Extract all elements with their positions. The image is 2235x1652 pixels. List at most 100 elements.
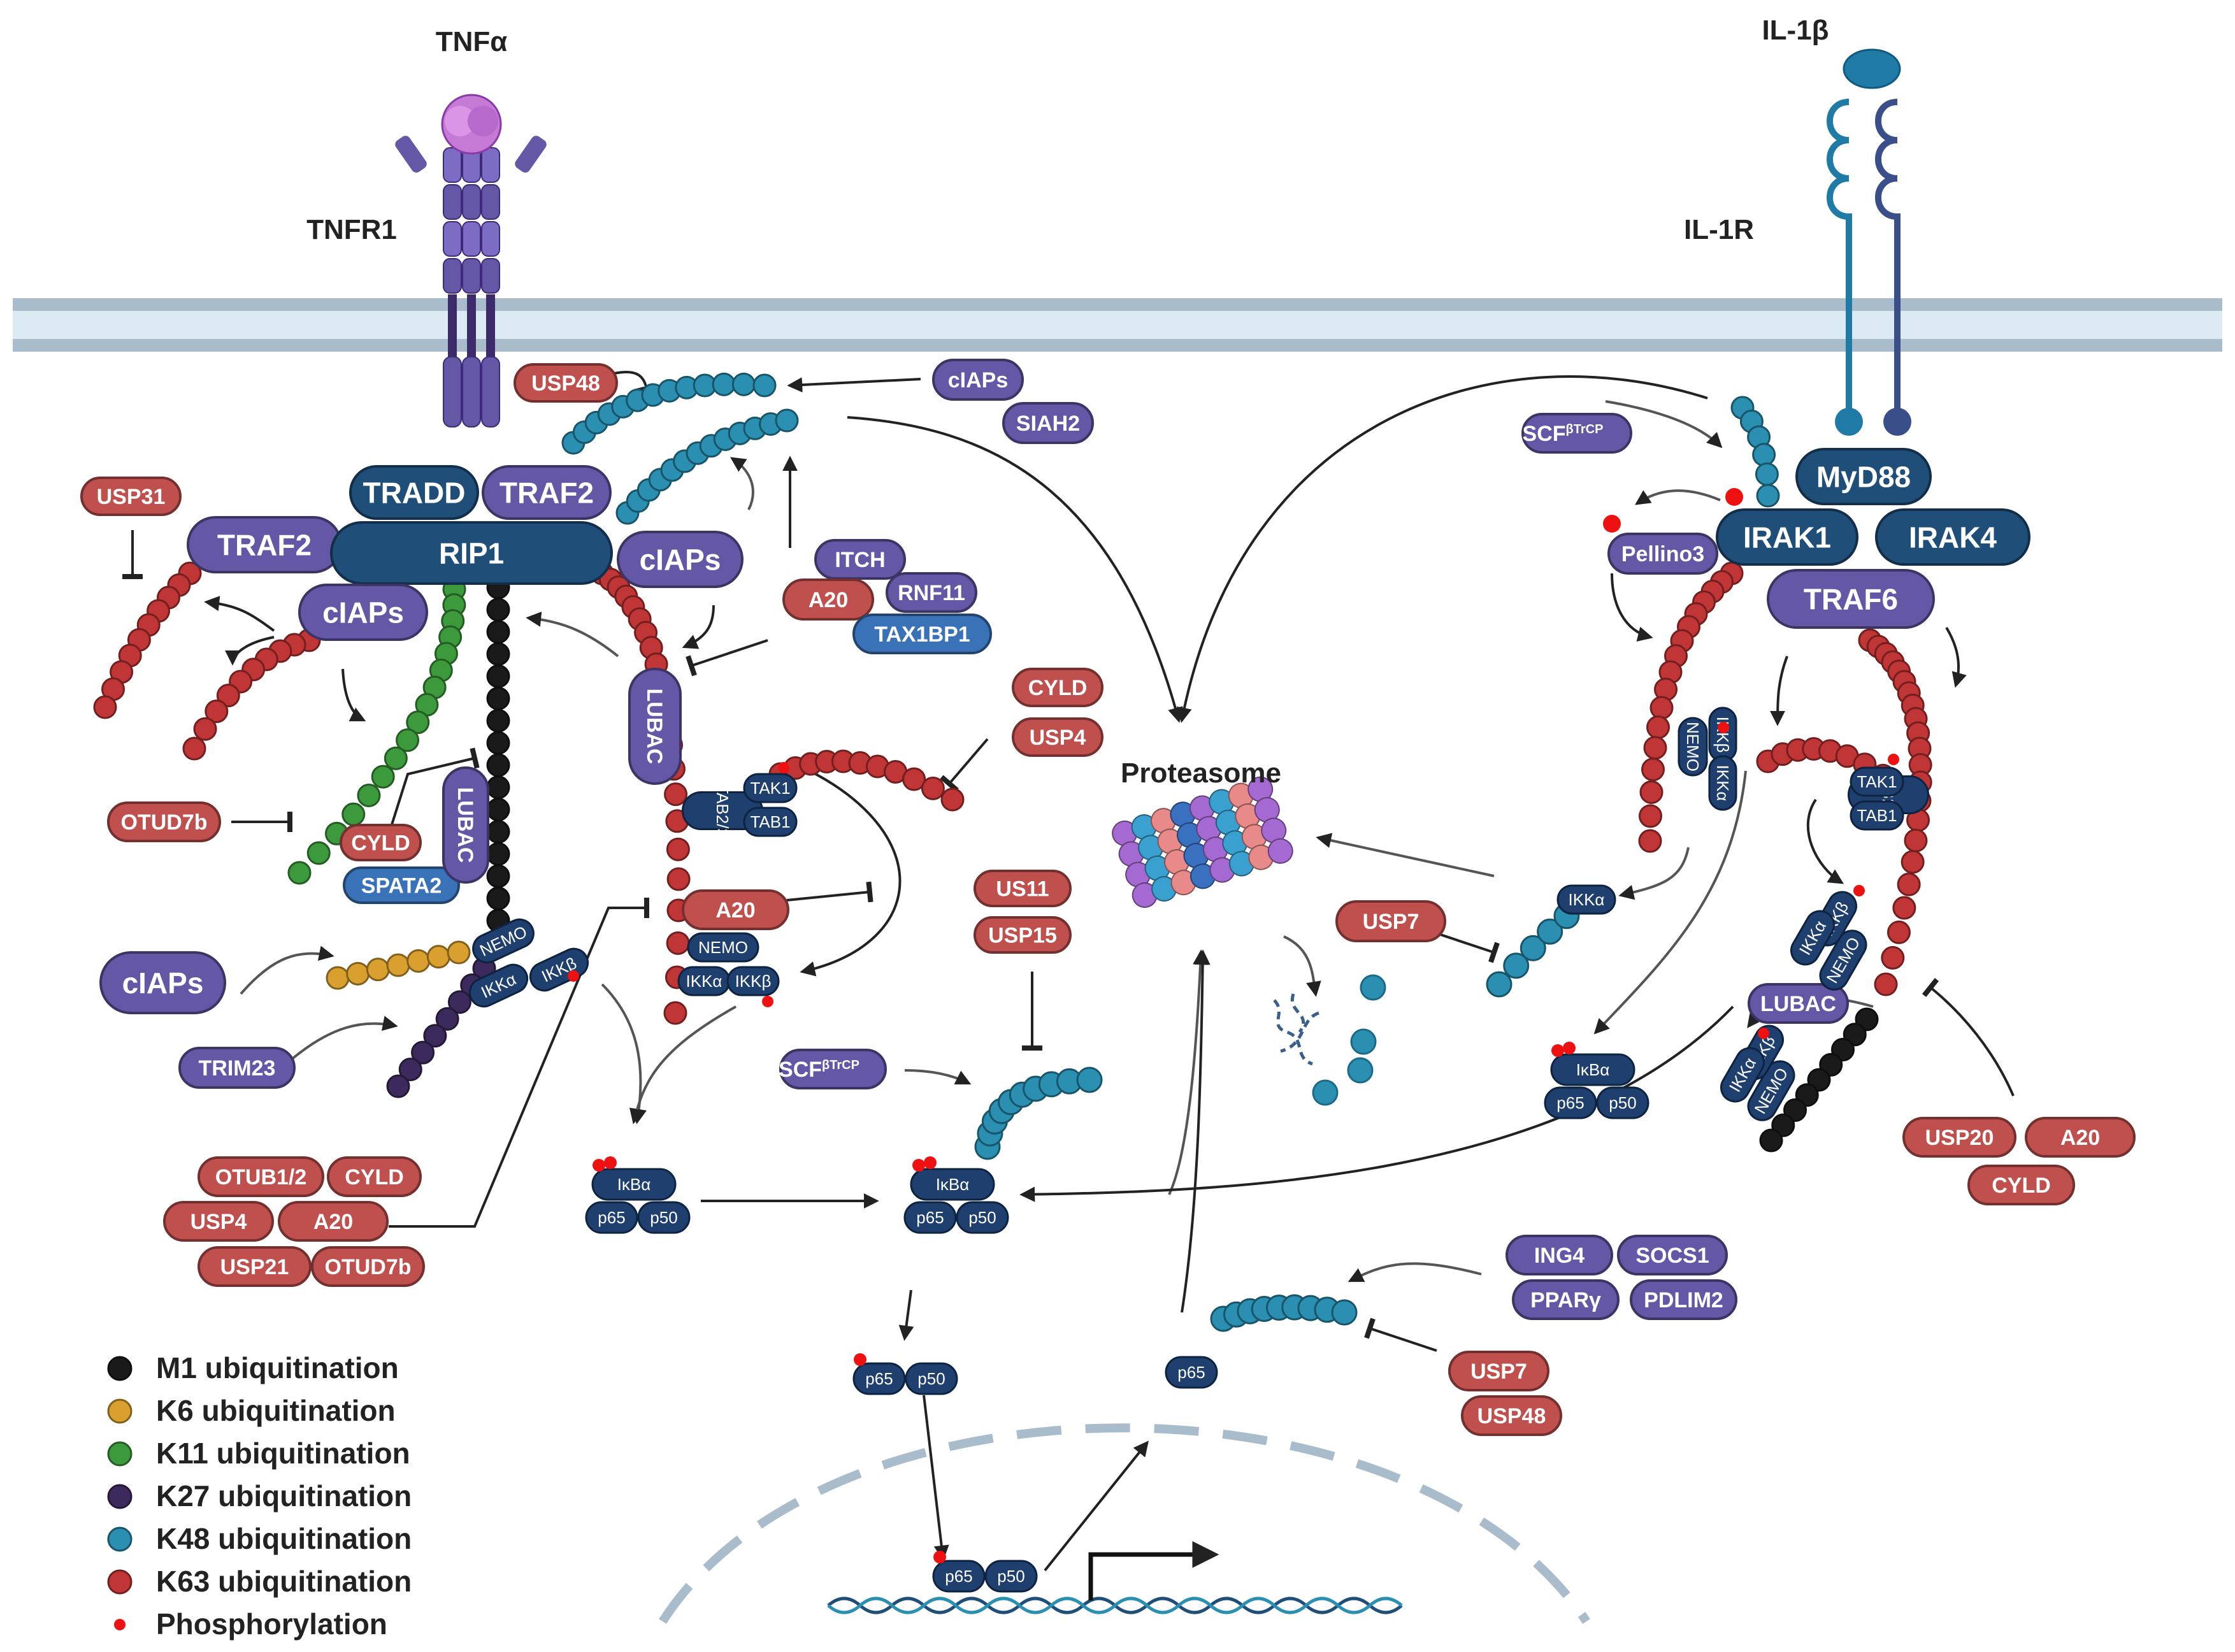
node-label-usp15: USP15: [988, 924, 1057, 948]
ikk-mid-ikka-label: IKKα: [686, 972, 722, 991]
node-tradd: TRADD: [349, 465, 479, 520]
node-label-ciaps_r: cIAPs: [640, 543, 721, 577]
k63-chain-tak1: [768, 749, 965, 812]
node-label-usp20: USP20: [1925, 1126, 1994, 1150]
node-usp21: USP21: [198, 1246, 312, 1287]
ikba-complex-right-p65-label: p65: [1556, 1093, 1584, 1112]
tab1-right: TAB1: [1850, 800, 1904, 831]
node-a20a: A20: [782, 578, 874, 621]
ikk-r1-nemo-label: NEMO: [1683, 722, 1702, 772]
node-label-scf2: SCFβTrCP: [1523, 422, 1604, 446]
phosphorylation-dot: [933, 1551, 946, 1563]
k48-chain-p65: [1210, 1294, 1358, 1332]
ikba-complex-mid-p50-label: p50: [968, 1208, 996, 1227]
node-label-lubac2: LUBAC: [453, 787, 477, 863]
node-label-pellino3: Pellino3: [1621, 542, 1704, 566]
phosphorylation-dot: [1718, 722, 1729, 733]
phosphorylation-dot: [762, 996, 773, 1007]
node-label-trim23: TRIM23: [199, 1056, 276, 1081]
node-label-cyld2: CYLD: [351, 831, 410, 856]
node-cyld2: CYLD: [340, 824, 422, 861]
proteasome-label: Proteasome: [1121, 758, 1281, 789]
node-pellino3: Pellino3: [1607, 533, 1718, 575]
node-label-tradd: TRADD: [363, 477, 466, 510]
node-label-a20b: A20: [715, 898, 755, 923]
node-label-myd88: MyD88: [1816, 461, 1911, 494]
node-cyld1: CYLD: [1012, 668, 1103, 707]
node-spata2: SPATA2: [343, 866, 460, 904]
legend-label: K63 ubiquitination: [156, 1565, 412, 1598]
arrow-p65-to-proteasome: [1181, 949, 1211, 1313]
arrow-traf6-k63a: [1770, 656, 1788, 726]
tnfr1-label: TNFR1: [306, 214, 397, 245]
tab1-right-label: TAB1: [1857, 806, 1897, 825]
ikba-complex-left-p65: p65: [585, 1201, 638, 1234]
arrow-p65-export: [1044, 1440, 1149, 1572]
arrow-ikk-to-ikba-left: [601, 983, 647, 1124]
tnfr1-receptor-icon: [395, 136, 547, 427]
ikba-complex-mid-ikba: IκBα: [910, 1168, 995, 1201]
phosphorylation-dot: [568, 970, 579, 982]
inhibit-cyld-usp4: [940, 738, 989, 793]
p65p50-cytoplasm-p50-label: p50: [917, 1369, 945, 1388]
legend-swatch: [114, 1619, 126, 1630]
node-label-traf6: TRAF6: [1804, 583, 1898, 616]
ikk-r1-nemo: NEMO: [1678, 717, 1708, 777]
k63-chain-rip1: [590, 561, 691, 1025]
node-itch: ITCH: [814, 539, 906, 580]
arrow-ikka-to-proteasome: [1316, 833, 1495, 877]
phosphorylation-dot: [1725, 488, 1743, 506]
node-usp7b: USP7: [1448, 1351, 1549, 1391]
ikba-complex-right-p65: p65: [1544, 1086, 1597, 1119]
ikba-complex-left-ikba-label: IκBα: [617, 1175, 651, 1194]
dna-helix: [827, 1541, 1403, 1614]
node-label-usp31: USP31: [97, 485, 166, 509]
p65-k48: p65: [1165, 1356, 1218, 1389]
node-ciaps_b: cIAPs: [99, 951, 226, 1014]
inhibit-usp7-usp48: [1364, 1318, 1437, 1352]
arrow-proteasome-degradation: [1283, 935, 1321, 997]
arrow-pellino-to-k63: [1611, 573, 1653, 642]
k63-chain-ciaps: [182, 628, 321, 761]
proteasome-icon: [1112, 776, 1293, 908]
tab1-left-label: TAB1: [750, 812, 790, 831]
node-label-lubac3: LUBAC: [1760, 992, 1836, 1016]
node-label-a20a: A20: [808, 588, 848, 612]
ikba-complex-mid-p50: p50: [956, 1201, 1009, 1234]
node-ing4: ING4: [1506, 1235, 1613, 1275]
node-label-usp7a: USP7: [1363, 910, 1419, 934]
node-label-pdlim2: PDLIM2: [1644, 1288, 1723, 1312]
ikk-r1-ikka-label: IKKα: [1713, 765, 1732, 801]
p65-k48-label: p65: [1177, 1363, 1205, 1382]
node-label-a20c: A20: [313, 1210, 353, 1234]
il1b-label: IL-1β: [1762, 15, 1829, 46]
ikba-complex-left-p65-label: p65: [598, 1208, 625, 1227]
arrow-traf6-k63b: [1945, 626, 1967, 688]
phosphorylation-dot: [854, 1353, 866, 1366]
node-label-usp4b: USP4: [190, 1210, 247, 1234]
m1-chain: [486, 575, 510, 933]
node-trim23: TRIM23: [178, 1047, 296, 1089]
ikba-complex-right-p50-label: p50: [1609, 1093, 1636, 1112]
node-siah2: SIAH2: [1002, 402, 1094, 444]
node-label-siah2: SIAH2: [1016, 412, 1080, 436]
degraded-peptides: [1273, 974, 1386, 1106]
node-label-ciaps_b: cIAPs: [122, 966, 204, 1000]
il1r-receptor-icon: [1827, 99, 1911, 436]
node-usp7a: USP7: [1335, 900, 1446, 942]
node-sup-scf1: βTrCP: [822, 1058, 859, 1072]
inhibit-cyld-spata2: [387, 747, 480, 835]
tnfa-label: TNFα: [436, 26, 508, 57]
ikba-complex-left-p50-label: p50: [650, 1208, 677, 1227]
ikk-mid-ikkb-label: IKKβ: [735, 972, 772, 991]
arrow-k48-to-proteasome: [847, 416, 1183, 723]
k48-chain-ikba: [974, 1067, 1103, 1160]
node-label-otub: OTUB1/2: [215, 1165, 307, 1189]
node-usp48a: USP48: [514, 363, 618, 403]
node-label-cyld3: CYLD: [345, 1165, 404, 1189]
phosphorylation-dot: [924, 1156, 937, 1169]
node-lubac2: LUBAC: [442, 766, 489, 884]
arrow-trim23-to-k27: [289, 1016, 398, 1062]
